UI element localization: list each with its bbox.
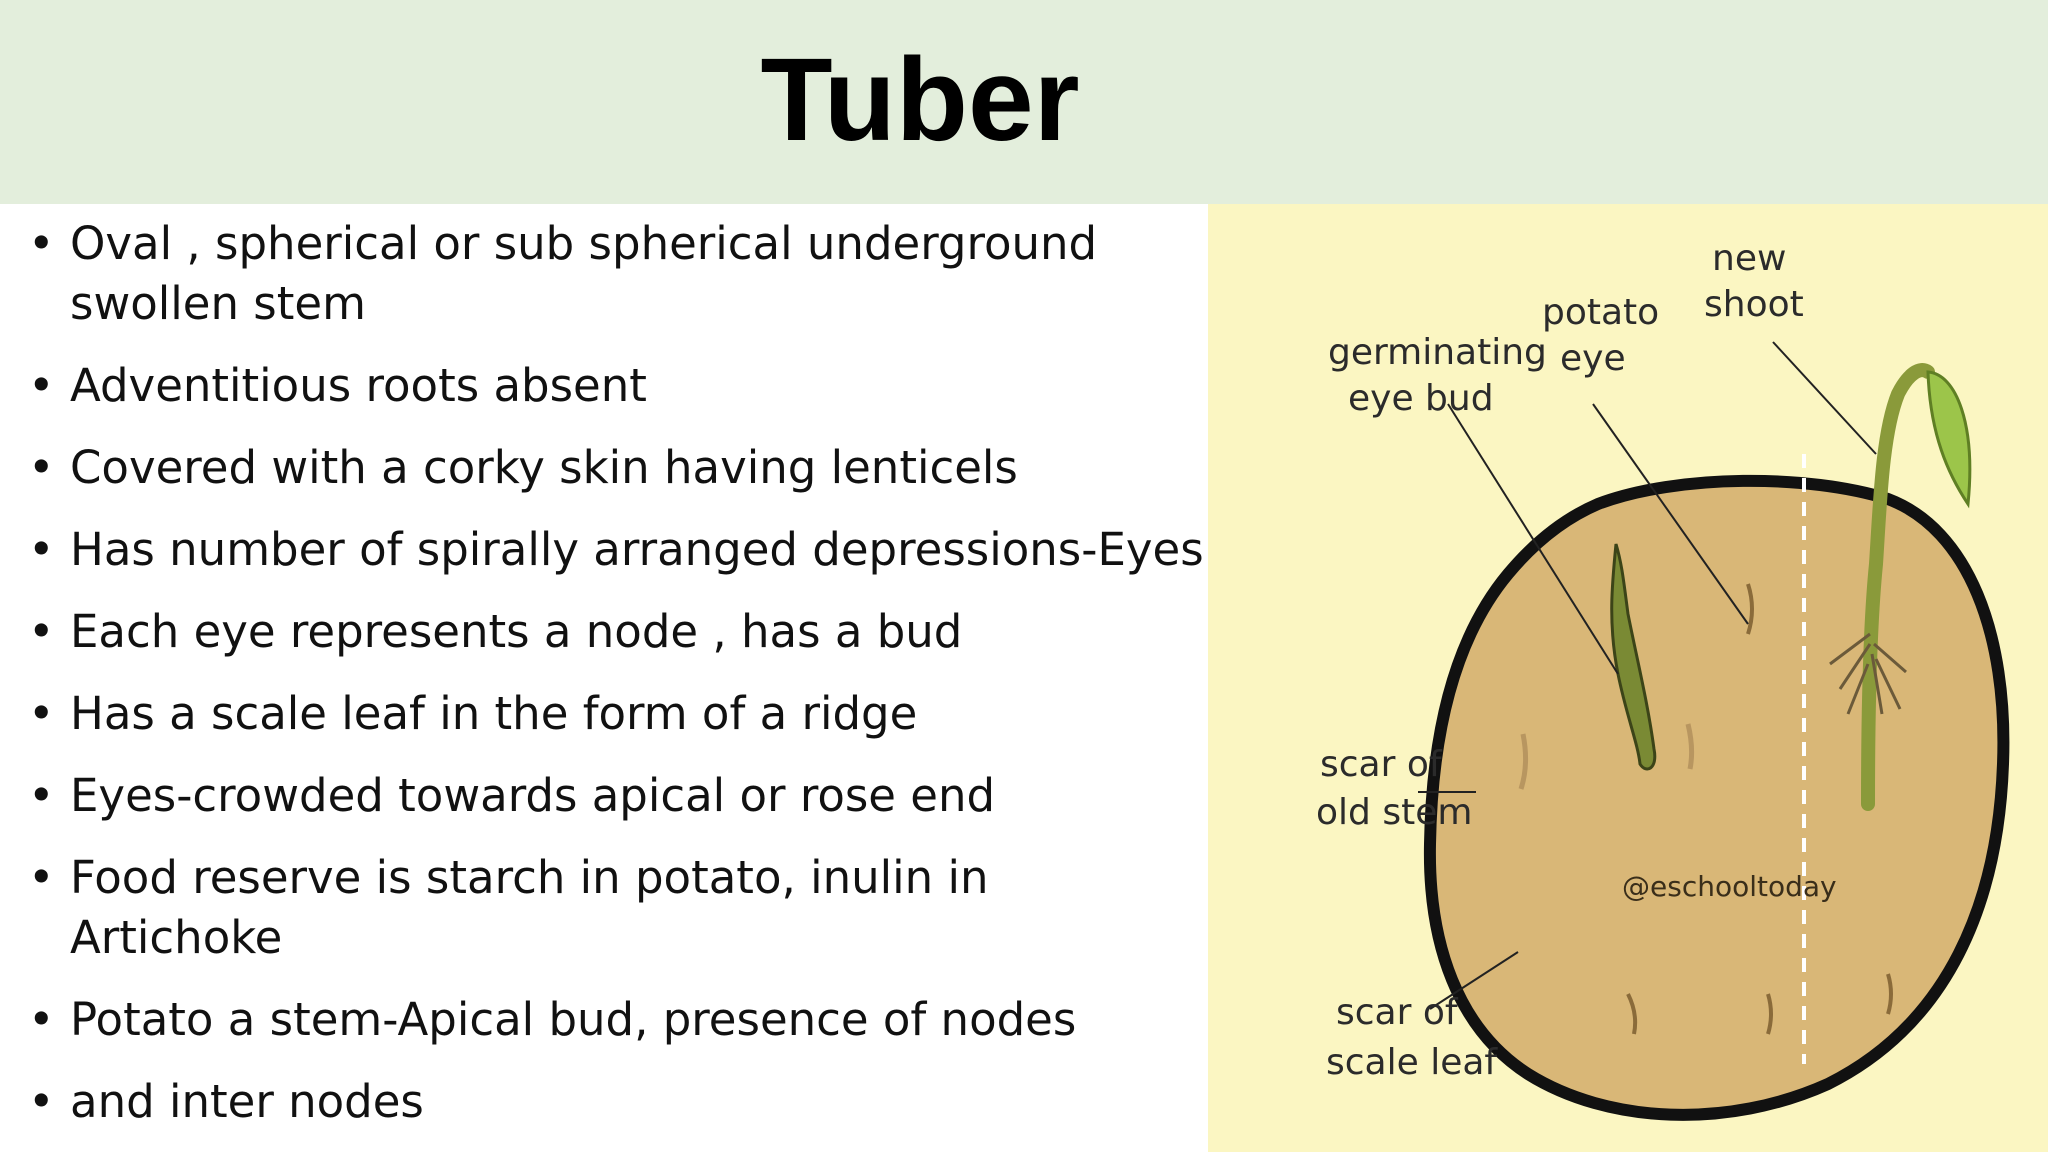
slide-title: Tuber	[760, 34, 1080, 166]
eye-mark	[1886, 973, 1893, 1015]
label-potato-eye-line1: potato	[1542, 292, 1659, 333]
bullet-item: Oval , spherical or sub spherical underg…	[28, 214, 1208, 334]
bullet-item: Each eye represents a node , has a bud	[28, 602, 1208, 662]
leader-potato-eye	[1592, 403, 1749, 625]
tuber-body	[1423, 474, 2010, 1121]
label-scar-stem-line2: old stem	[1316, 792, 1472, 833]
label-potato-eye-line2: eye	[1560, 338, 1626, 379]
label-germinating-line2: eye bud	[1348, 378, 1494, 419]
eye-bud-sprout	[1610, 543, 1657, 771]
eye-mark	[1685, 723, 1695, 770]
new-shoot-leaf	[1926, 370, 1972, 509]
bullet-item: Has number of spirally arranged depressi…	[28, 520, 1208, 580]
leader-scar-leaf	[1429, 951, 1519, 1010]
bullet-item: Covered with a corky skin having lentice…	[28, 438, 1208, 498]
new-shoot-roots	[1829, 632, 1907, 715]
label-scar-leaf-line2: scale leaf	[1326, 1042, 1498, 1083]
label-germinating-line1: germinating	[1328, 332, 1547, 373]
label-new-shoot-line2: shoot	[1704, 284, 1804, 325]
bullet-item: Adventitious roots absent	[28, 356, 1208, 416]
eye-mark	[1766, 993, 1773, 1035]
leader-germinating	[1447, 403, 1619, 675]
label-new-shoot-line1: new	[1712, 238, 1786, 279]
bullet-item: Has a scale leaf in the form of a ridge	[28, 684, 1208, 744]
eye-mark	[1746, 583, 1754, 635]
eye-mark	[1626, 993, 1638, 1035]
bullet-list: Oval , spherical or sub spherical underg…	[28, 214, 1208, 1154]
leader-new-shoot	[1772, 341, 1877, 455]
label-scar-leaf-line1: scar of	[1336, 992, 1459, 1033]
new-shoot-stem	[1861, 363, 1935, 811]
bullet-item: Food reserve is starch in potato, inulin…	[28, 848, 1208, 968]
potato-tuber-diagram: germinating eye bud potato eye new shoot…	[1208, 204, 2048, 1152]
bullet-item: Potato a stem-Apical bud, presence of no…	[28, 990, 1208, 1050]
title-band	[0, 0, 2048, 204]
watermark: @eschooltoday	[1622, 870, 1837, 903]
bullet-item: and inter nodes	[28, 1072, 1208, 1132]
bullet-item: Eyes-crowded towards apical or rose end	[28, 766, 1208, 826]
label-scar-stem-line1: scar of	[1320, 744, 1443, 785]
eye-mark	[1518, 733, 1529, 790]
